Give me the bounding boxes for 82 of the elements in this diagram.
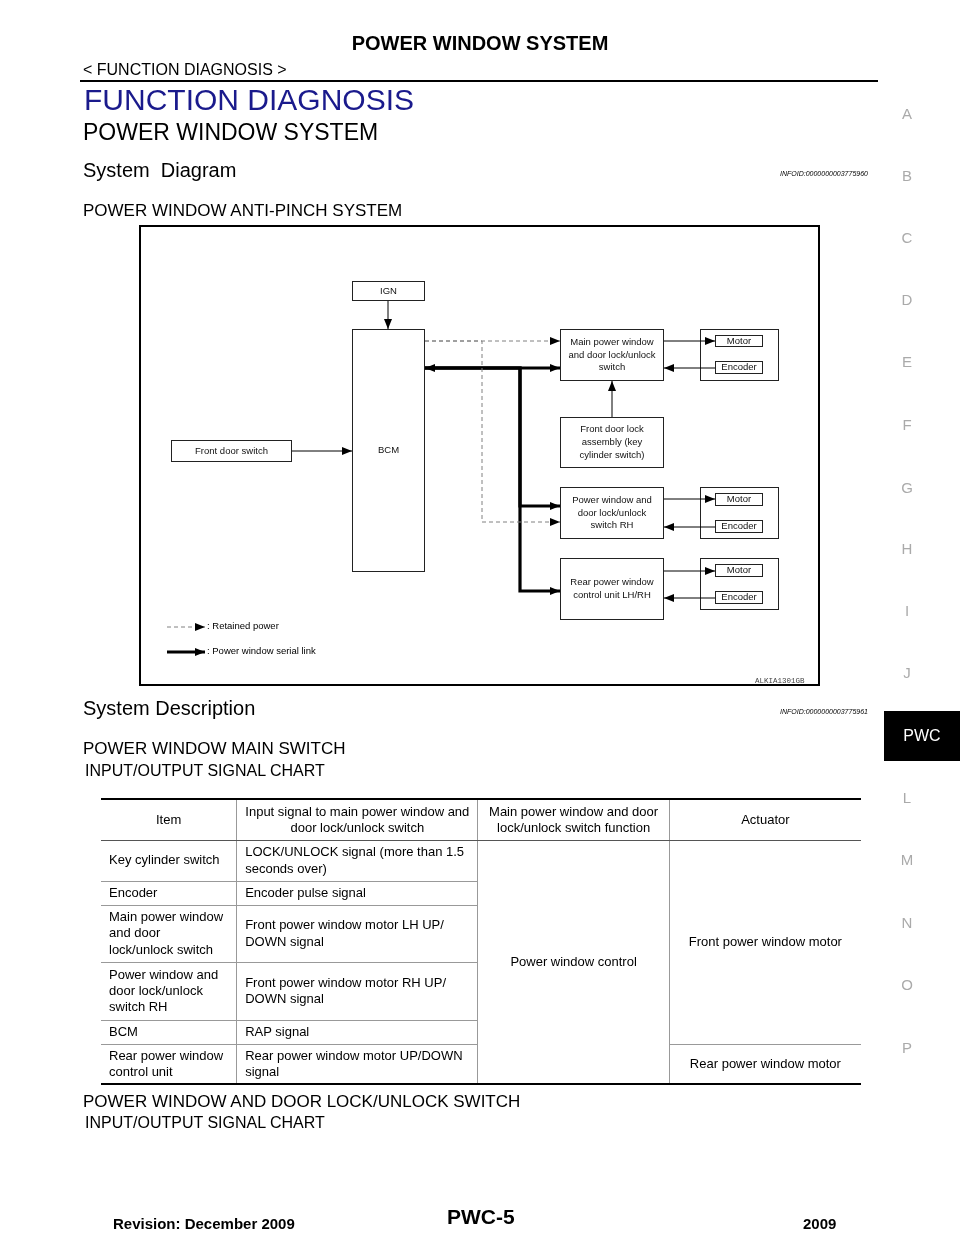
component-label: Power window and door lock/unlock switch RH [571,493,653,533]
group-box [700,558,779,610]
table-cell: Encoder [101,881,237,905]
section-breadcrumb: < FUNCTION DIAGNOSIS > [83,61,287,79]
column-header: Item [101,799,237,840]
control-unit-box [352,329,425,572]
section-tab: PWC [884,711,960,761]
component-label: IGN [379,284,398,298]
component-label: Main power window and door lock/unlock switch [567,335,657,375]
index-letter: E [901,354,913,371]
arrow [663,594,716,602]
table-cell: LOCK/UNLOCK signal (more than 1.5 seconds over) [236,840,478,881]
subsection-heading: POWER WINDOW SYSTEM [83,120,379,146]
component-box [715,591,763,604]
subsection-heading: System Diagram [83,159,237,181]
chart-heading: INPUT/OUTPUT SIGNAL CHART [85,762,325,780]
component-box [171,440,292,462]
arrow [608,380,616,418]
component-label: Encoder [720,591,758,604]
component-label: Motor [725,493,753,506]
component-label: Rear power window control unit LH/RH [569,576,655,602]
revision-note: Revision: December 2009 [113,1216,295,1233]
arrow [663,337,716,345]
subsection-heading: POWER WINDOW MAIN SWITCH [83,740,346,759]
column-header: Input signal to main power window and door lock/unlock switch [236,799,478,840]
arrow [291,447,353,455]
index-letter: C [900,230,914,247]
subsection-heading: POWER WINDOW ANTI-PINCH SYSTEM [83,202,403,221]
component-box [715,520,763,533]
index-letter: O [900,977,914,994]
table-cell: Power window control [478,840,670,1084]
index-letter: I [903,603,911,620]
arrow [663,364,716,372]
subsection-heading: System Description [83,697,256,719]
index-letter: F [901,417,913,434]
page-title: POWER WINDOW SYSTEM [350,32,610,54]
component-box [560,558,664,620]
component-box [715,564,763,577]
index-letter: H [900,541,914,558]
component-label: Encoder [720,520,758,533]
component-label: Motor [725,334,753,348]
chart-heading: INPUT/OUTPUT SIGNAL CHART [85,1114,325,1132]
component-box [560,487,664,539]
model-year: 2009 [803,1216,837,1233]
column-header: Main power window and door lock/unlock switch function [478,799,670,840]
component-box [560,417,664,468]
component-box [352,281,425,301]
arrow [384,300,392,330]
index-letter: M [899,852,915,869]
subsection-heading: POWER WINDOW AND DOOR LOCK/UNLOCK SWITCH [83,1093,521,1112]
index-letter: B [901,168,913,185]
legend-label: : Power window serial link [207,646,316,657]
component-box [715,361,763,374]
group-box [700,329,779,381]
component-label: Front door lock assembly (key cylinder switch) [578,423,646,462]
table-cell: Power window and door lock/unlock switch RH [101,962,237,1020]
index-letter: P [901,1040,913,1057]
page-number: PWC-5 [447,1205,515,1229]
group-box [700,487,779,539]
index-letter: D [900,292,914,309]
component-box [715,335,763,347]
component-box [560,329,664,381]
arrow [424,340,561,526]
table-cell: Key cylinder switch [101,840,237,881]
table-cell: BCM [101,1020,237,1044]
component-label: BCM [376,444,401,457]
index-letter: G [900,480,914,497]
section-heading: FUNCTION DIAGNOSIS [84,83,414,116]
component-label: Encoder [720,361,758,374]
arrow [663,523,716,531]
index-letter: A [901,106,913,123]
table-cell: Main power window and door lock/unlock switch [101,905,237,962]
component-label: Front door switch [194,444,269,458]
arrow [663,567,716,575]
index-letter: N [900,915,914,932]
arrow [663,495,716,503]
component-label: Motor [725,564,753,577]
component-box [715,493,763,506]
arrow [425,366,560,595]
index-letter: J [902,665,912,682]
index-letter: L [901,790,913,807]
legend-label: : Retained power [207,621,279,632]
